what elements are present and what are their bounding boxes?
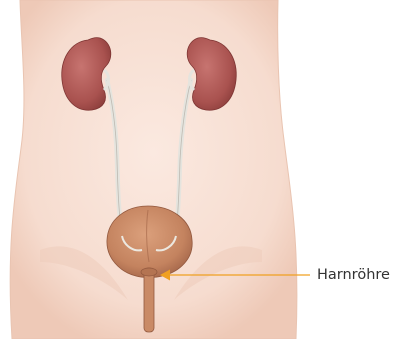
urethra <box>144 268 154 332</box>
bladder <box>107 206 192 278</box>
urethra-top <box>141 268 157 276</box>
urethra-label: Harnröhre <box>317 267 390 283</box>
